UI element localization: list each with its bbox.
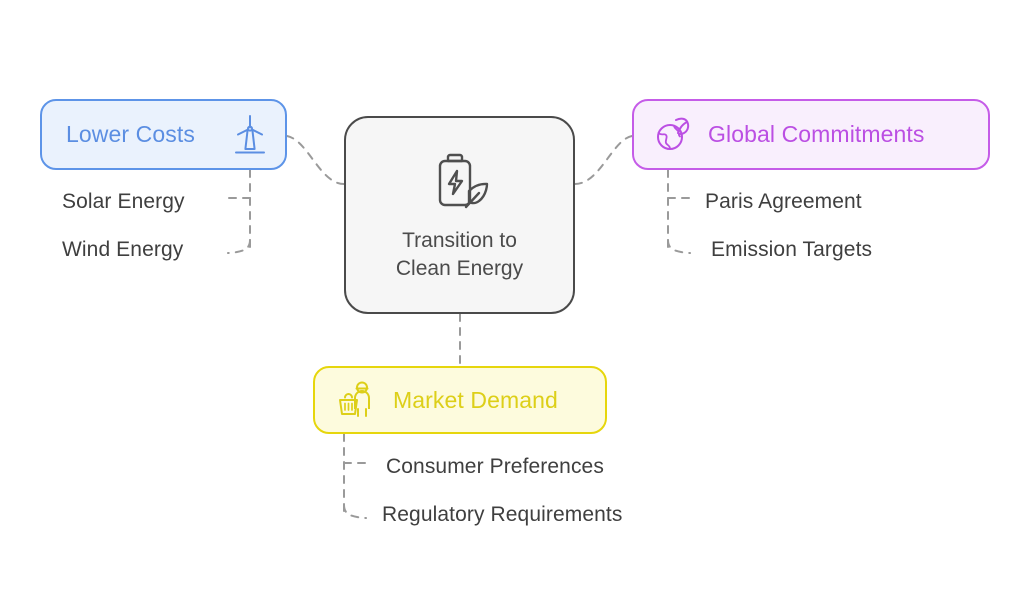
leaf-paris-agreement[interactable]: Paris Agreement (705, 190, 862, 213)
branch-label-global-commitments: Global Commitments (708, 121, 925, 147)
center-node[interactable]: Transition to Clean Energy (344, 116, 575, 314)
branch-node-market-demand[interactable]: Market Demand (313, 366, 607, 434)
leaf-consumer-preferences[interactable]: Consumer Preferences (386, 455, 604, 478)
globe-leaf-icon (652, 114, 694, 156)
wind-turbine-icon (231, 113, 269, 157)
connector-global-child-2 (667, 239, 691, 254)
shopper-basket-icon (335, 379, 379, 421)
center-node-label: Transition to Clean Energy (395, 228, 524, 280)
connector-lower-costs-child-2 (227, 239, 251, 254)
leaf-emission-targets[interactable]: Emission Targets (711, 238, 873, 261)
connector-center-to-global (574, 135, 633, 185)
leaf-regulatory-requirements[interactable]: Regulatory Requirements (382, 503, 623, 526)
connector-market-child-2 (343, 504, 367, 519)
branch-label-lower-costs: Lower Costs (66, 121, 195, 147)
battery-leaf-icon (429, 148, 491, 219)
branch-label-market-demand: Market Demand (393, 386, 558, 413)
branch-node-global-commitments[interactable]: Global Commitments (632, 99, 990, 170)
leaf-solar-energy[interactable]: Solar Energy (62, 190, 185, 213)
branch-node-lower-costs[interactable]: Lower Costs (40, 99, 287, 170)
leaf-wind-energy[interactable]: Wind Energy (62, 238, 184, 261)
connector-center-to-lower-costs (286, 135, 345, 185)
